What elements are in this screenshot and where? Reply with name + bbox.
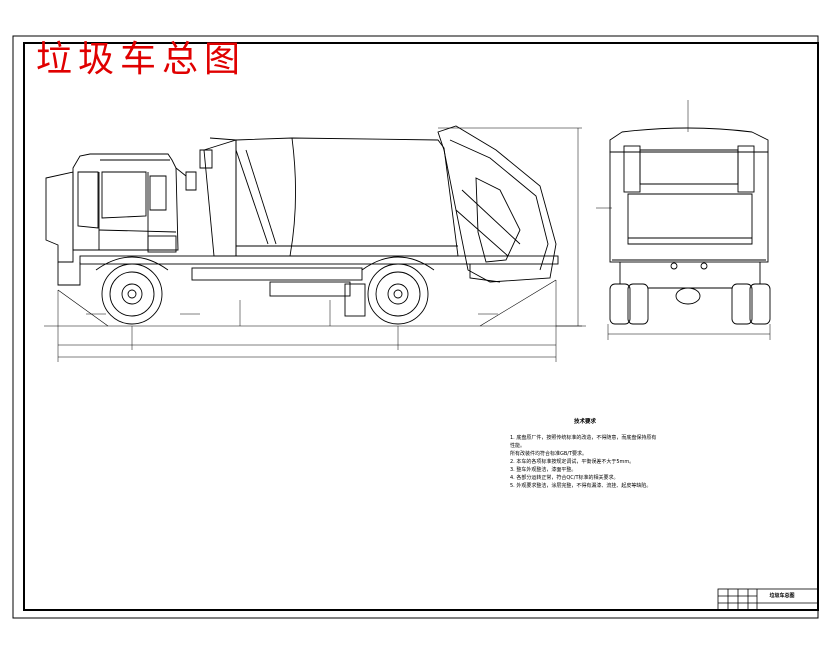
cab bbox=[72, 153, 179, 251]
note-item: 2. 本车的各项标准按规定调试，平衡误差不大于5mm。 bbox=[510, 459, 635, 465]
title-block-name: 垃圾车总图 bbox=[769, 593, 795, 599]
note-item: 3. 整车外观整洁，漆面平整。 bbox=[510, 467, 577, 473]
side-view bbox=[44, 125, 586, 327]
front-wheel bbox=[101, 263, 163, 325]
outer-border bbox=[12, 35, 819, 619]
note-item: 所有改装件均符合标准GB/T要求。 bbox=[510, 451, 588, 457]
rear-wheel bbox=[367, 263, 429, 325]
rear-wheel-right-outer bbox=[749, 283, 771, 325]
note-item: 5. 外观要求整洁，涂层完整，不得有漏漆、流挂、起皮等缺陷。 bbox=[510, 483, 652, 489]
side-dimensions bbox=[57, 127, 582, 362]
drawing-title: 垃圾车总图 bbox=[36, 39, 247, 80]
compactor-body bbox=[235, 137, 459, 257]
rear-wheel-left-outer bbox=[609, 283, 631, 325]
note-item: 1. 底盘原厂件，按照传统标准的改造，不得随意，而底盘保持原有性能。 bbox=[510, 435, 657, 449]
rear-dimensions bbox=[596, 100, 771, 340]
notes-heading: 技术要求 bbox=[573, 419, 596, 425]
title-block bbox=[717, 588, 819, 611]
technical-notes: 技术要求 1. 底盘原厂件，按照传统标准的改造，不得随意，而底盘保持原有性能。 … bbox=[510, 418, 660, 490]
note-item: 4. 各部分运转正常，符合QC/T标准的相关要求。 bbox=[510, 475, 619, 481]
inner-border bbox=[23, 42, 819, 611]
rear-body bbox=[609, 151, 769, 263]
rear-view bbox=[609, 127, 771, 325]
chassis-frame bbox=[79, 255, 559, 265]
